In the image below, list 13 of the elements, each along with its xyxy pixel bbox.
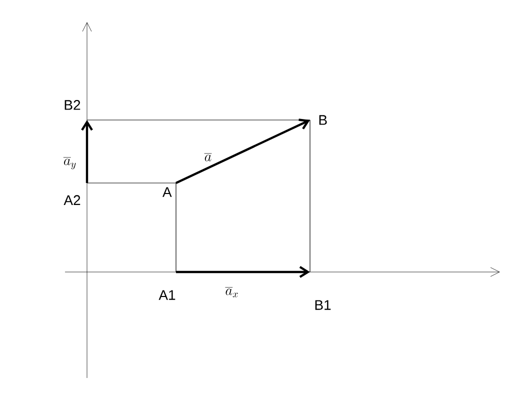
point-label: B [319,115,327,125]
vector-arrow [176,118,310,184]
point-label: B2 [64,100,80,110]
projection-line [86,182,176,184]
vector-arrow [176,266,310,278]
vector-label: $\overline{a}_y$ [63,157,76,170]
point-label: A2 [64,195,80,205]
vector-arrow [81,120,93,183]
vector-label: $\overline{a}_x$ [225,287,238,298]
point-label: A1 [158,290,176,300]
vector-label: $\overline{a}$ [204,154,212,162]
point-label: A [162,187,172,197]
point-label: B1 [315,300,331,310]
